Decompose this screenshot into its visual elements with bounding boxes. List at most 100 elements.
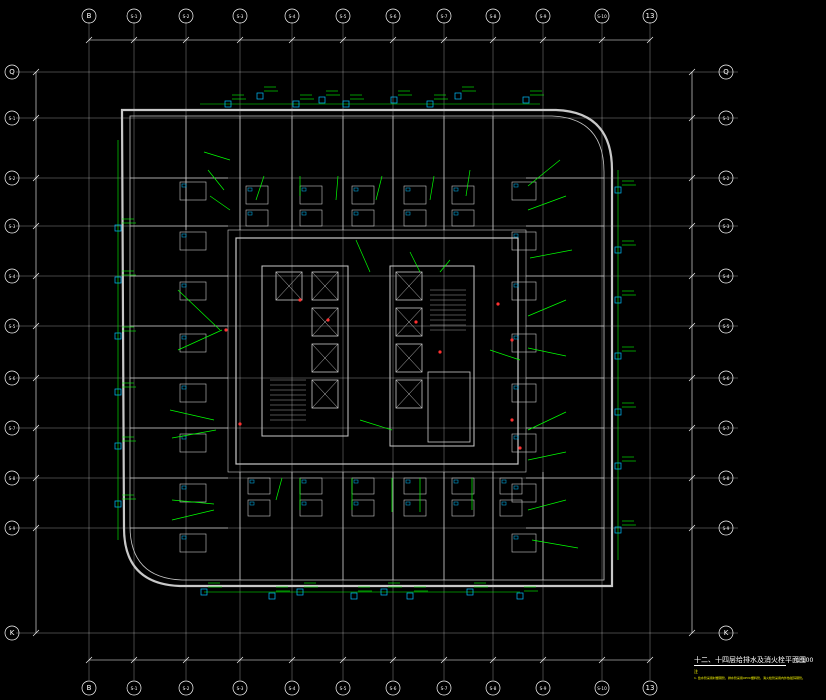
pipe-leader [203, 151, 231, 161]
pipe-leader [529, 249, 573, 259]
exterior-wall-inner [129, 115, 605, 581]
pipe-leader [177, 289, 221, 331]
fixture-box [614, 246, 622, 254]
grid-bubble [642, 680, 658, 696]
fixture-toilet [513, 233, 519, 238]
pipe-leader [335, 175, 339, 201]
dimension-tick [236, 36, 244, 44]
drawing-title: 十二、十四层给排水及消火栓平面图 [694, 656, 806, 664]
grid-bubble [385, 8, 401, 24]
pipe-leader [429, 175, 435, 201]
grid-bubble-label: Q [723, 68, 729, 76]
bathroom [245, 209, 269, 227]
bathroom [179, 333, 207, 353]
dimension-tick [646, 36, 654, 44]
dimension-tick [182, 656, 190, 664]
pipe-leader [359, 419, 393, 431]
elevator-shaft [275, 271, 303, 301]
bathroom [511, 533, 537, 553]
pipe-leader [527, 411, 567, 431]
fixture-box [114, 224, 122, 232]
dimension-tick [85, 656, 93, 664]
elevator-cross [395, 379, 423, 409]
pipe-leader [527, 499, 567, 511]
riser-marker [326, 318, 330, 322]
riser-marker [298, 298, 302, 302]
dimension-tick [688, 174, 696, 182]
dimension-tick [389, 656, 397, 664]
pipe-leader [171, 499, 215, 505]
elevator-cross [275, 271, 303, 301]
bathroom [245, 185, 269, 205]
grid-bubble [4, 370, 20, 386]
dimension-tick [598, 36, 606, 44]
grid-bubble [232, 8, 248, 24]
grid-bubble [4, 470, 20, 486]
equipment-room [427, 371, 471, 443]
bathroom [511, 281, 537, 301]
bathroom [179, 383, 207, 403]
grid-bubble-label: S-1 [723, 116, 730, 121]
bathroom [451, 499, 475, 517]
dimension-tick [130, 36, 138, 44]
grid-bubble-label: S-1 [131, 14, 138, 19]
fixture-toilet [353, 187, 359, 192]
grid-bubble [594, 8, 610, 24]
drawing-scale: 1:100 [796, 657, 814, 664]
grid-bubble [385, 680, 401, 696]
dimension-tick [32, 424, 40, 432]
grid-bubble-label: S-10 [597, 686, 607, 691]
grid-bubble-label: Q [9, 68, 15, 76]
exterior-wall [120, 108, 614, 588]
fixture-box [350, 592, 358, 600]
grid-bubble-label: B [87, 684, 92, 692]
dimension-tick [646, 656, 654, 664]
grid-bubble [485, 8, 501, 24]
note-heading: 注 [694, 669, 698, 674]
core-wall [389, 265, 475, 447]
grid-bubble-label: S-6 [9, 376, 16, 381]
fixture-toilet [353, 479, 359, 484]
dimension-lines [32, 36, 696, 664]
fixture-toilet [513, 485, 519, 490]
grid-bubble-label: S-7 [441, 686, 448, 691]
bathroom [247, 499, 271, 517]
fixture-toilet [513, 535, 519, 540]
pipe-leader [171, 429, 217, 439]
grid-bubble [335, 680, 351, 696]
dimension-tick [182, 36, 190, 44]
fixture-box [114, 332, 122, 340]
dimension-tick [130, 656, 138, 664]
grid-bubble [718, 218, 734, 234]
fixture-box [614, 186, 622, 194]
grid-bubble [284, 8, 300, 24]
fixture-box [614, 526, 622, 534]
grid-bubble-label: S-8 [490, 686, 497, 691]
dimension-tick [688, 114, 696, 122]
dimension-tick [32, 114, 40, 122]
pipe-leader [531, 539, 579, 549]
fixture-box [296, 588, 304, 596]
grid-bubble-label: S-6 [390, 686, 397, 691]
grid-bubble-label: S-9 [540, 686, 547, 691]
grid-bubble-label: S-8 [9, 476, 16, 481]
fixture-box [114, 388, 122, 396]
fixture-toilet [301, 501, 307, 506]
note-text: 1. 给水管采用衬塑钢管，排水管采用UPVC塑料管，消火栓管采用内外热镀锌钢管。 [694, 676, 805, 680]
elevator-cross [395, 271, 423, 301]
pipe-leader [169, 409, 215, 421]
grid-bubble-label: S-4 [289, 14, 296, 19]
fixture-toilet [249, 479, 255, 484]
grid-bubble-label: S-2 [183, 14, 190, 19]
grid-bubble [535, 8, 551, 24]
grid-bubble [594, 680, 610, 696]
bathroom [403, 499, 427, 517]
grid-bubble [718, 370, 734, 386]
grid-bubble [178, 680, 194, 696]
grid-bubble-label: S-6 [723, 376, 730, 381]
fixture-toilet [405, 501, 411, 506]
fixture-toilet [181, 283, 187, 288]
riser-marker [238, 422, 242, 426]
dimension-tick [688, 629, 696, 637]
bathroom [179, 533, 207, 553]
